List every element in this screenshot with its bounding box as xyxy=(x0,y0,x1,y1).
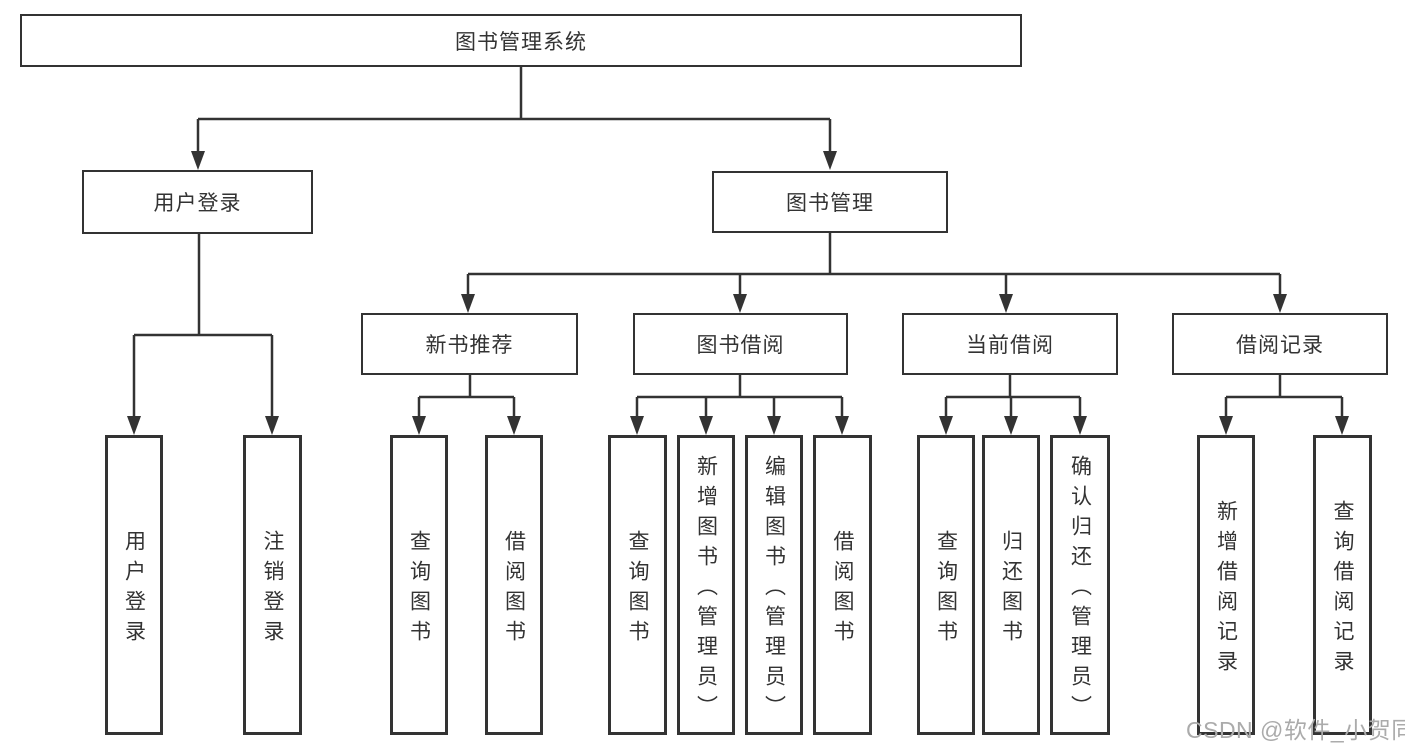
csdn-watermark: CSDN @软件_小贺同学 xyxy=(1186,717,1405,743)
leaf-label: 查询图书 xyxy=(934,529,958,650)
leaf-label: 新增借阅记录 xyxy=(1214,499,1238,680)
leaf-query-borrow-record: 查询借阅记录 xyxy=(1313,435,1372,735)
node-book-borrowing: 图书借阅 xyxy=(633,313,848,375)
leaf-label: 查询图书 xyxy=(407,529,431,650)
leaf-query-books-current: 查询图书 xyxy=(917,435,975,735)
leaf-add-books-admin: 新增图书（管理员） xyxy=(677,435,735,735)
node-label: 图书管理系统 xyxy=(455,30,587,54)
leaf-label: 归还图书 xyxy=(999,529,1023,650)
leaf-label: 编辑图书（管理员） xyxy=(762,454,786,725)
leaf-query-books-borrowing: 查询图书 xyxy=(608,435,667,735)
leaf-logout: 注销登录 xyxy=(243,435,302,735)
leaf-user-login: 用户登录 xyxy=(105,435,163,735)
node-label: 用户登录 xyxy=(153,192,242,215)
node-label: 图书借阅 xyxy=(696,334,785,357)
leaf-query-books-newbook: 查询图书 xyxy=(390,435,448,735)
leaf-borrow-books-newbook: 借阅图书 xyxy=(485,435,543,735)
node-new-book-recommendation: 新书推荐 xyxy=(361,313,578,375)
leaf-label: 用户登录 xyxy=(122,529,146,650)
leaf-confirm-return-admin: 确认归还（管理员） xyxy=(1050,435,1110,735)
node-label: 图书管理 xyxy=(786,192,874,215)
leaf-label: 注销登录 xyxy=(261,529,284,650)
leaf-label: 查询借阅记录 xyxy=(1331,499,1354,680)
leaf-label: 查询图书 xyxy=(626,529,649,650)
node-book-management: 图书管理 xyxy=(712,171,948,233)
leaf-label: 确认归还（管理员） xyxy=(1068,454,1092,725)
node-current-borrowing: 当前借阅 xyxy=(902,313,1118,375)
node-library-management-system: 图书管理系统 xyxy=(20,14,1022,67)
node-label: 当前借阅 xyxy=(966,334,1054,357)
node-borrowing-records: 借阅记录 xyxy=(1172,313,1388,375)
leaf-borrow-books-borrowing: 借阅图书 xyxy=(813,435,872,735)
node-label: 新书推荐 xyxy=(425,334,514,357)
leaf-label: 借阅图书 xyxy=(831,529,854,650)
leaf-label: 新增图书（管理员） xyxy=(694,454,718,725)
leaf-label: 借阅图书 xyxy=(502,529,526,650)
node-label: 借阅记录 xyxy=(1236,334,1324,357)
leaf-add-borrow-record: 新增借阅记录 xyxy=(1197,435,1255,735)
node-user-login: 用户登录 xyxy=(82,170,313,234)
leaf-return-books: 归还图书 xyxy=(982,435,1040,735)
leaf-edit-books-admin: 编辑图书（管理员） xyxy=(745,435,803,735)
